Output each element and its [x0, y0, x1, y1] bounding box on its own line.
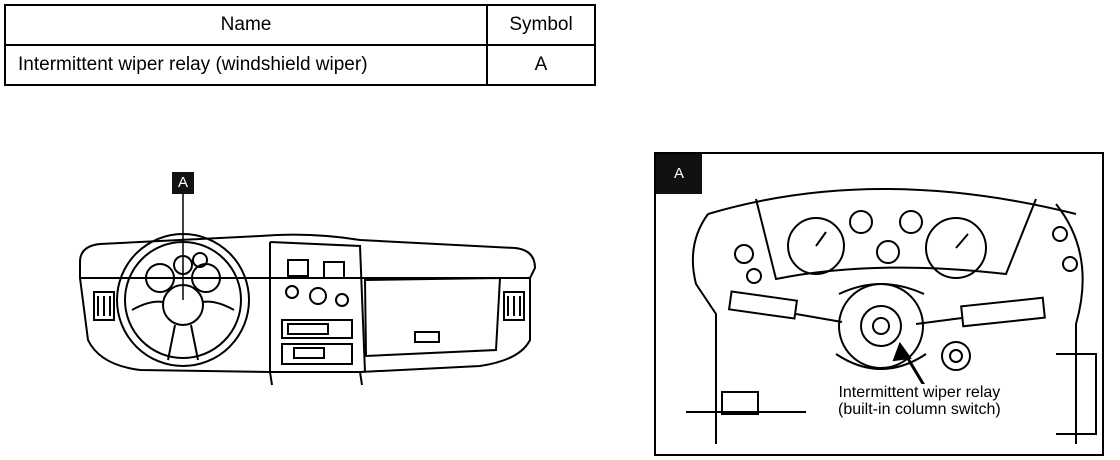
table-header-row: Name Symbol	[4, 4, 596, 46]
cell-component-symbol: A	[486, 44, 596, 86]
symbol-tag-a: A	[172, 172, 194, 194]
symbol-tag-a: A	[656, 154, 702, 194]
component-table: Name Symbol Intermittent wiper relay (wi…	[4, 4, 596, 86]
cell-component-name: Intermittent wiper relay (windshield wip…	[4, 44, 488, 86]
callout-line-2: (built-in column switch)	[838, 401, 1001, 418]
column-switch-drawing	[686, 188, 1097, 444]
column-header-name: Name	[4, 4, 488, 46]
relay-callout: Intermittent wiper relay (built-in colum…	[836, 384, 1003, 418]
column-switch-detail-figure: A Intermittent wiper relay (built-in col…	[654, 152, 1104, 456]
table-row: Intermittent wiper relay (windshield wip…	[4, 44, 596, 86]
dashboard-overview-figure: A	[60, 160, 560, 400]
column-header-symbol: Symbol	[486, 4, 596, 46]
callout-line-1: Intermittent wiper relay	[838, 384, 1001, 401]
dashboard-drawing	[79, 194, 537, 386]
